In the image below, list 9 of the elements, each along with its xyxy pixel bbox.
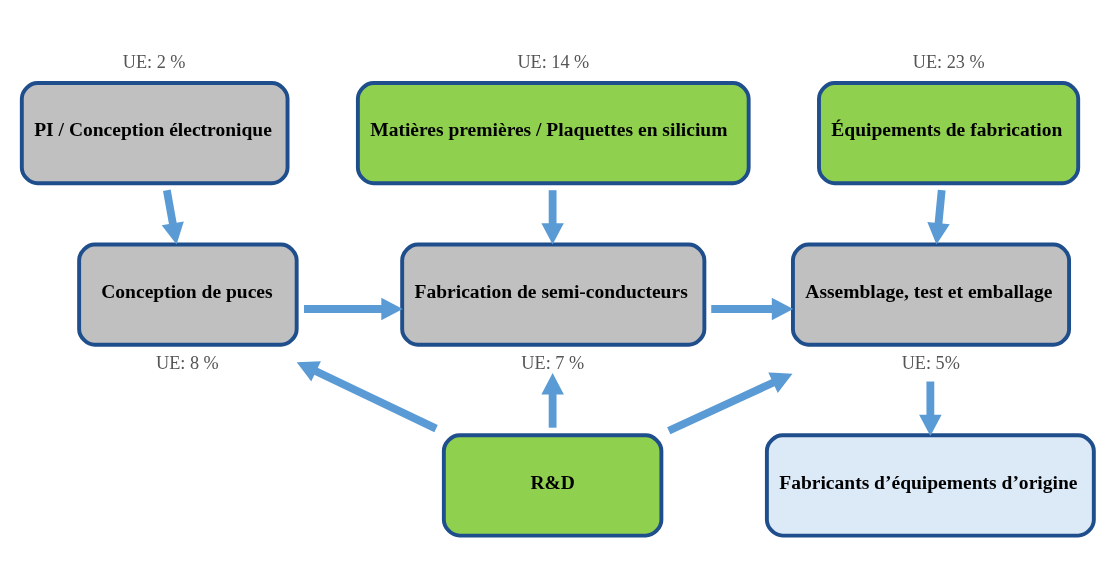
node-label: UE: 8 %: [155, 352, 219, 373]
node-label: UE: 5%: [901, 352, 960, 373]
arrow: [667, 372, 793, 434]
arrow: [296, 360, 438, 432]
node-label: UE: 7 %: [521, 352, 585, 373]
arrow: [541, 189, 564, 245]
node-label: UE: 14 %: [517, 51, 590, 72]
node-label: UE: 23 %: [912, 51, 985, 72]
node-label: UE: 2 %: [122, 51, 186, 72]
